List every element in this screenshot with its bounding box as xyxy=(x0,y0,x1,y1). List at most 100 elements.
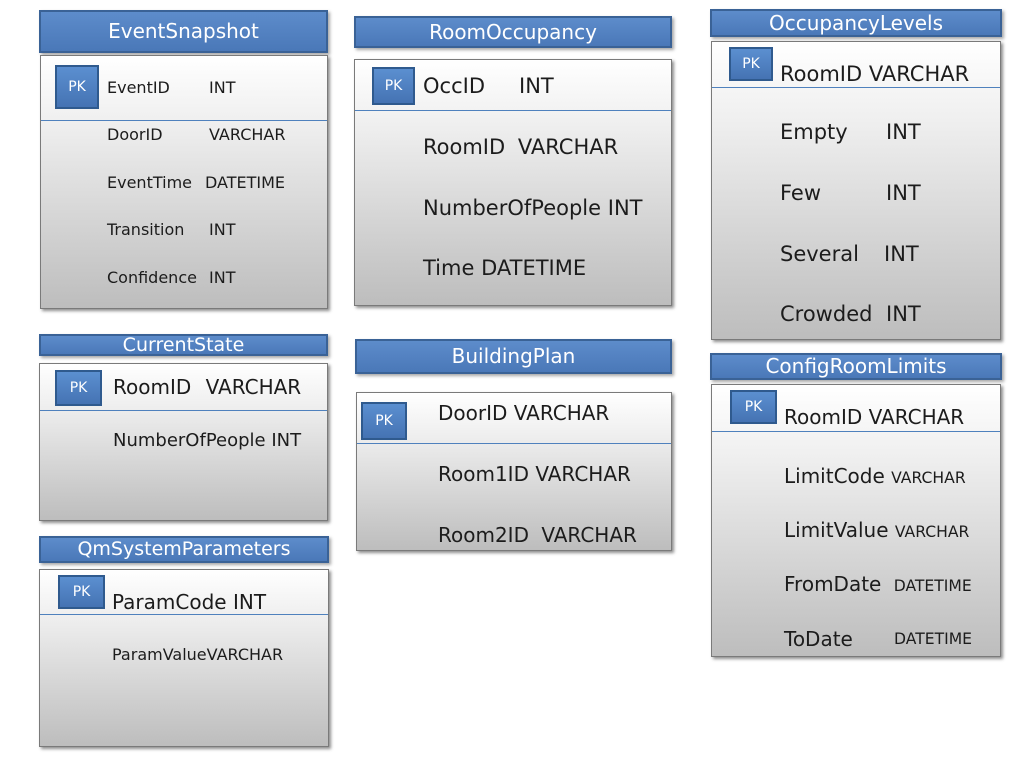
field-row: DoorID VARCHAR xyxy=(107,125,285,144)
field-name: RoomID xyxy=(780,62,863,86)
field-name: Transition xyxy=(107,220,185,239)
field-row: ParamValueVARCHAR xyxy=(112,645,283,664)
table-body: PK RoomID VARCHAR Empty INT Few INT Seve… xyxy=(711,41,1001,340)
field-name: EventID xyxy=(107,78,170,97)
field-name: ParamValue xyxy=(112,645,207,664)
table-title: RoomOccupancy xyxy=(354,16,672,48)
table-body: PK ParamCode INT ParamValueVARCHAR xyxy=(39,569,329,747)
field-name: ToDate xyxy=(784,627,853,651)
table-title: OccupancyLevels xyxy=(710,9,1002,37)
field-name: NumberOfPeople xyxy=(113,430,266,451)
table-title: BuildingPlan xyxy=(355,339,672,374)
field-name: EventTime xyxy=(107,173,192,192)
field-name: Time xyxy=(423,256,475,280)
pk-field: DoorID VARCHAR xyxy=(438,401,609,425)
field-row: RoomID VARCHAR xyxy=(423,135,618,159)
field-type: VARCHAR xyxy=(868,405,965,429)
field-row: Time DATETIME xyxy=(423,256,586,280)
field-row: FromDate DATETIME xyxy=(784,572,972,596)
table-body: PK RoomID VARCHAR NumberOfPeople INT xyxy=(39,363,328,521)
pk-field: RoomID VARCHAR xyxy=(784,405,964,429)
field-name: OccID xyxy=(423,74,485,98)
field-type: VARCHAR xyxy=(513,401,610,425)
pk-badge: PK xyxy=(58,575,105,609)
field-name: LimitCode xyxy=(784,464,885,488)
table-title: ConfigRoomLimits xyxy=(710,353,1002,380)
field-row: Crowded INT xyxy=(780,302,921,326)
field-type: VARCHAR xyxy=(535,462,631,486)
field-name: FromDate xyxy=(784,572,882,596)
field-row: Transition INT xyxy=(107,220,235,239)
table-title: QmSystemParameters xyxy=(39,536,329,563)
pk-field: RoomID VARCHAR xyxy=(113,375,301,399)
table-title: CurrentState xyxy=(39,334,328,356)
field-type: VARCHAR xyxy=(868,62,970,86)
field-type: INT xyxy=(886,120,921,144)
pk-field: RoomID VARCHAR xyxy=(780,62,969,86)
field-type: VARCHAR xyxy=(891,469,966,487)
table-body: PK DoorID VARCHAR Room1ID VARCHAR Room2I… xyxy=(356,392,672,551)
field-type: VARCHAR xyxy=(209,125,286,144)
field-type: VARCHAR xyxy=(205,375,302,399)
field-row: Few INT xyxy=(780,181,921,205)
field-type: DATETIME xyxy=(481,256,587,280)
field-row: Several INT xyxy=(780,242,919,266)
field-name: ParamCode xyxy=(112,590,227,614)
field-name: Several xyxy=(780,242,859,266)
field-type: DATETIME xyxy=(894,630,972,648)
field-row: NumberOfPeople INT xyxy=(423,196,642,220)
field-name: RoomID xyxy=(113,375,192,399)
field-name: Room1ID xyxy=(438,462,529,486)
field-row: Room2ID VARCHAR xyxy=(438,523,637,547)
field-name: DoorID xyxy=(438,401,508,425)
field-type: VARCHAR xyxy=(517,135,619,159)
field-type: INT xyxy=(271,430,302,451)
field-row: LimitValue VARCHAR xyxy=(784,518,969,542)
pk-field: EventID INT xyxy=(107,78,235,97)
separator xyxy=(712,87,1000,88)
table-body: PK RoomID VARCHAR LimitCode VARCHAR Limi… xyxy=(711,384,1001,657)
field-row: EventTime DATETIME xyxy=(107,173,285,192)
separator xyxy=(41,120,327,121)
field-type: INT xyxy=(519,74,554,98)
field-name: DoorID xyxy=(107,125,163,144)
field-type: DATETIME xyxy=(205,173,286,192)
field-name: RoomID xyxy=(423,135,506,159)
field-type: INT xyxy=(886,181,921,205)
table-title: EventSnapshot xyxy=(39,10,328,53)
field-type: INT xyxy=(209,220,236,239)
field-type: VARCHAR xyxy=(541,523,637,547)
field-name: RoomID xyxy=(784,405,863,429)
pk-badge: PK xyxy=(361,402,407,440)
field-row: ToDate DATETIME xyxy=(784,627,972,651)
field-type: INT xyxy=(886,302,921,326)
table-body: PK OccID INT RoomID VARCHAR NumberOfPeop… xyxy=(354,59,672,306)
field-type: VARCHAR xyxy=(206,645,284,664)
field-row: NumberOfPeople INT xyxy=(113,430,301,451)
pk-badge: PK xyxy=(55,370,102,406)
field-row: Confidence INT xyxy=(107,268,235,287)
field-row: Room1ID VARCHAR xyxy=(438,462,631,486)
field-name: LimitValue xyxy=(784,518,889,542)
pk-field: ParamCode INT xyxy=(112,590,266,614)
separator xyxy=(40,614,328,615)
separator xyxy=(357,443,671,444)
field-type: INT xyxy=(209,78,236,97)
pk-badge: PK xyxy=(55,65,99,109)
field-row: LimitCode VARCHAR xyxy=(784,464,966,488)
field-name: NumberOfPeople xyxy=(423,196,602,220)
pk-badge: PK xyxy=(372,67,415,105)
field-type: INT xyxy=(232,590,267,614)
field-type: INT xyxy=(884,242,919,266)
field-type: VARCHAR xyxy=(894,523,970,541)
separator xyxy=(712,431,1000,432)
pk-field: OccID INT xyxy=(423,74,554,98)
field-row: Empty INT xyxy=(780,120,921,144)
field-name: Crowded xyxy=(780,302,873,326)
field-name: Few xyxy=(780,181,822,205)
table-body: PK EventID INT DoorID VARCHAR EventTime … xyxy=(40,55,328,309)
pk-badge: PK xyxy=(729,47,773,81)
field-name: Confidence xyxy=(107,268,197,287)
field-type: INT xyxy=(607,196,643,220)
pk-badge: PK xyxy=(730,390,777,424)
